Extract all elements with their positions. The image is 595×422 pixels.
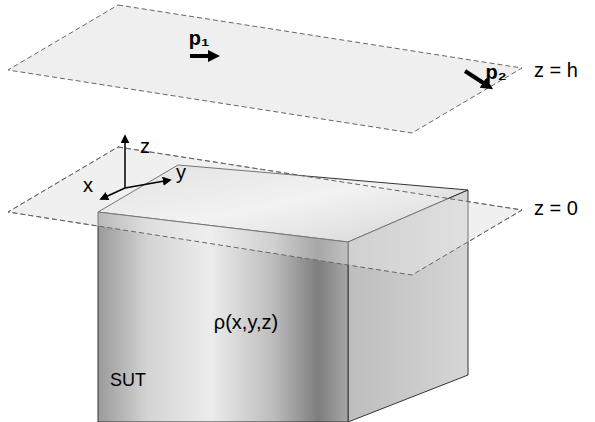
axis-label: x: [83, 175, 93, 195]
axis-label: z: [140, 136, 150, 156]
plane-0-overlay: [8, 147, 522, 275]
dipole-label: p₁: [189, 28, 210, 48]
dipole-arrow: [190, 54, 214, 58]
plane-label: z = h: [534, 60, 578, 80]
axis-label: y: [176, 162, 186, 182]
y-axis: [125, 180, 170, 188]
x-axis: [101, 188, 125, 199]
sample-label: SUT: [110, 371, 146, 389]
z-axis: [124, 136, 126, 188]
sample-box: ρ(x,y,z) SUT: [98, 212, 348, 420]
dipole-arrow: [465, 71, 488, 86]
dipole-label: p₂: [485, 62, 506, 82]
plane-h: [8, 5, 522, 133]
density-label: ρ(x,y,z): [214, 312, 278, 332]
plane-label: z = 0: [534, 198, 578, 218]
